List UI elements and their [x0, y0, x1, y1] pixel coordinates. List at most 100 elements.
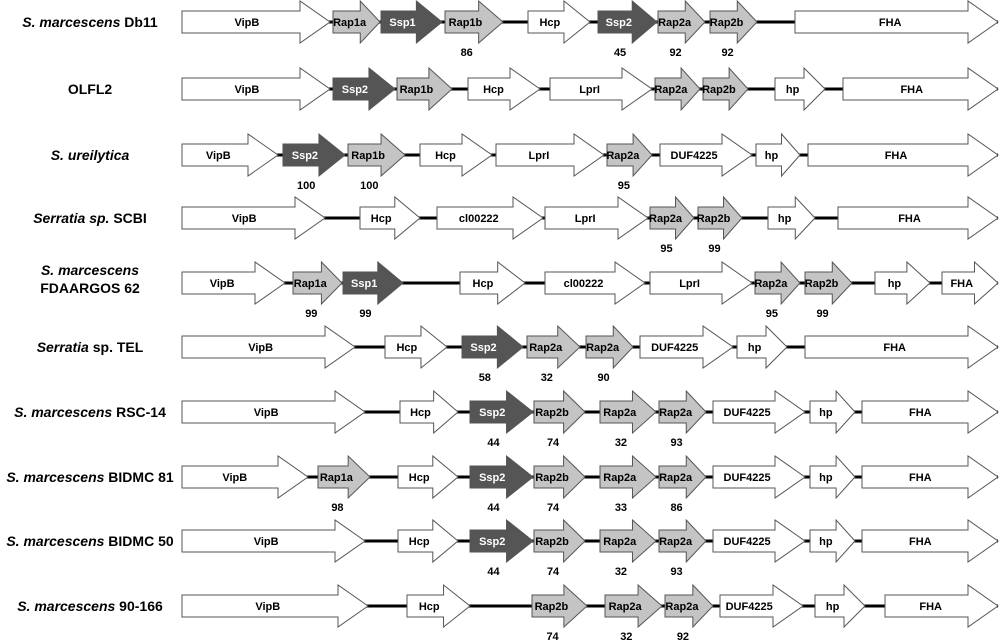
- gene-arrow: [585, 324, 634, 370]
- gene-arrow: [469, 389, 534, 435]
- gene-arrow: [436, 196, 544, 240]
- gene-label: Ssp2: [292, 150, 318, 162]
- gene-arrow: [657, 0, 706, 45]
- gene-label: Rap2a: [529, 342, 563, 354]
- gene-arrow: [444, 0, 504, 45]
- strain-label-part: 90-166: [115, 598, 163, 614]
- gene-arrow: [526, 324, 581, 370]
- gene-label: Ssp2: [479, 407, 505, 419]
- identity-percent-label: 86: [461, 47, 473, 59]
- gene-label: FHA: [919, 601, 942, 613]
- identity-percent-label: 95: [660, 243, 672, 255]
- gene-arrow: [659, 133, 753, 177]
- gene-label: VipB: [234, 17, 259, 29]
- gene-label: Rap2a: [603, 536, 637, 548]
- gene-label: DUF4225: [724, 407, 771, 419]
- gene-label: Rap2a: [654, 84, 688, 96]
- strain-label: S. marcescens Db11: [22, 14, 158, 30]
- identity-percent-label: 92: [669, 47, 681, 59]
- gene-label: LprI: [575, 213, 596, 225]
- gene-arrow: [469, 454, 534, 500]
- gene-label: Hcp: [539, 17, 560, 29]
- gene-arrow: [181, 584, 369, 628]
- identity-percent-label: 99: [708, 243, 720, 255]
- gene-arrow: [842, 67, 999, 111]
- gene-arrow: [639, 325, 734, 369]
- gene-arrow: [533, 454, 586, 500]
- gene-arrow: [181, 390, 366, 434]
- gene-label: FHA: [883, 342, 906, 354]
- gene-label: Rap2b: [535, 601, 569, 613]
- gene-label: Hcp: [409, 536, 430, 548]
- gene-label: LprI: [579, 84, 600, 96]
- gene-label: Hcp: [419, 601, 440, 613]
- strain-label-part: S. marcescens: [22, 14, 120, 30]
- gene-label: Rap2b: [535, 536, 569, 548]
- gene-label: DUF4225: [726, 601, 773, 613]
- gene-label: Rap2a: [606, 150, 640, 162]
- gene-label: Rap2a: [603, 472, 637, 484]
- identity-percent-label: 45: [614, 47, 626, 59]
- gene-arrow: [597, 0, 658, 45]
- gene-label: FHA: [900, 84, 923, 96]
- gene-arrow: [658, 518, 707, 564]
- gene-arrow: [606, 132, 653, 178]
- gene-label: FHA: [950, 278, 973, 290]
- strain-label-part: S. marcescens: [14, 404, 112, 420]
- identity-percent-label: 92: [721, 47, 733, 59]
- identity-percent-label: 32: [615, 437, 627, 449]
- gene-label: Rap2a: [658, 17, 692, 29]
- gene-label: hp: [819, 472, 833, 484]
- identity-percent-label: 74: [547, 566, 560, 578]
- gene-label: hp: [765, 150, 779, 162]
- gene-arrow: [599, 389, 657, 435]
- gene-arrow: [719, 584, 804, 628]
- gene-label: Rap2a: [754, 278, 788, 290]
- gene-arrow: [874, 260, 931, 306]
- gene-arrow: [396, 66, 453, 112]
- gene-arrow: [397, 454, 459, 500]
- gene-label: DUF4225: [651, 342, 698, 354]
- gene-arrow: [181, 0, 331, 44]
- gene-arrow: [604, 583, 663, 629]
- gene-label: FHA: [909, 407, 932, 419]
- gene-arrow: [712, 455, 806, 499]
- gene-arrow: [533, 389, 586, 435]
- gene-label: hp: [826, 601, 840, 613]
- gene-label: Rap2b: [535, 407, 569, 419]
- gene-arrow: [292, 260, 343, 306]
- identity-percent-label: 32: [541, 372, 553, 384]
- gene-arrow: [384, 324, 448, 370]
- gene-arrow: [282, 132, 346, 178]
- gene-label: Rap2a: [649, 213, 683, 225]
- identity-percent-label: 93: [670, 437, 682, 449]
- gene-label: Ssp2: [606, 17, 632, 29]
- gene-arrow: [861, 519, 999, 563]
- gene-arrow: [467, 67, 541, 111]
- identity-percent-label: 92: [677, 631, 689, 640]
- gene-arrow: [459, 260, 526, 306]
- gene-label: Ssp2: [342, 84, 368, 96]
- gene-label: Ssp1: [351, 278, 377, 290]
- gene-arrow: [533, 518, 586, 564]
- gene-arrow: [861, 390, 999, 434]
- gene-arrow: [941, 260, 999, 306]
- gene-arrow: [181, 67, 331, 111]
- gene-label: hp: [778, 213, 792, 225]
- gene-label: Hcp: [473, 278, 494, 290]
- gene-label: Ssp2: [479, 536, 505, 548]
- gene-label: cl00222: [564, 278, 604, 290]
- gene-arrow: [406, 583, 471, 629]
- gene-arrow: [469, 518, 534, 564]
- gene-label: Hcp: [483, 84, 504, 96]
- strain-label: S. marcescens RSC-14: [14, 404, 166, 420]
- strain-label: S. marcescens 90-166: [17, 598, 163, 614]
